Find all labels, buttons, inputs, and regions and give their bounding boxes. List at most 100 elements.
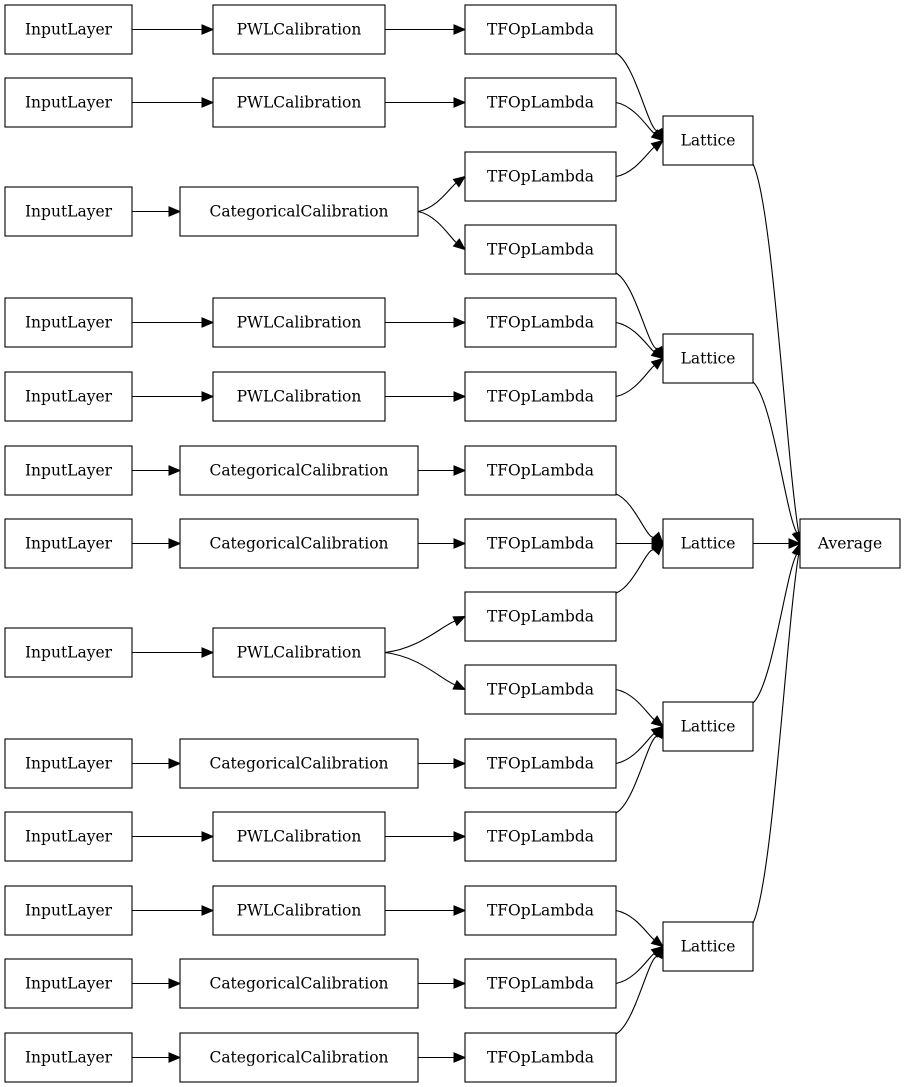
node-lattice-lat5[interactable]: Lattice [662, 921, 754, 972]
node-inputlayer-in1[interactable]: InputLayer [4, 4, 133, 55]
node-box[interactable] [464, 297, 617, 348]
node-box[interactable] [464, 1032, 617, 1083]
node-box[interactable] [4, 77, 133, 128]
node-box[interactable] [4, 4, 133, 55]
node-inputlayer-in9[interactable]: InputLayer [4, 738, 133, 789]
node-pwlcalibration-cal1[interactable]: PWLCalibration [212, 4, 386, 55]
node-inputlayer-in13[interactable]: InputLayer [4, 1032, 133, 1083]
node-pwlcalibration-cal2[interactable]: PWLCalibration [212, 77, 386, 128]
node-lattice-lat4[interactable]: Lattice [662, 701, 754, 752]
node-box[interactable] [464, 371, 617, 422]
node-box[interactable] [464, 445, 617, 496]
node-label: TFOpLambda [487, 1049, 594, 1067]
node-box[interactable] [4, 738, 133, 789]
node-tfoplambda-tf11[interactable]: TFOpLambda [464, 738, 617, 789]
node-box[interactable] [179, 518, 419, 569]
edge-inputlayer-to-categoricalcalibration [132, 978, 182, 989]
node-box[interactable] [662, 701, 754, 752]
node-tfoplambda-tf6[interactable]: TFOpLambda [464, 371, 617, 422]
node-box[interactable] [4, 297, 133, 348]
node-box[interactable] [4, 445, 133, 496]
node-categoricalcalibration-cal7[interactable]: CategoricalCalibration [179, 518, 419, 569]
node-box[interactable] [464, 958, 617, 1009]
node-inputlayer-in7[interactable]: InputLayer [4, 518, 133, 569]
node-box[interactable] [464, 77, 617, 128]
node-categoricalcalibration-cal12[interactable]: CategoricalCalibration [179, 958, 419, 1009]
node-tfoplambda-tf15[interactable]: TFOpLambda [464, 1032, 617, 1083]
node-pwlcalibration-cal4[interactable]: PWLCalibration [212, 297, 386, 348]
node-tfoplambda-tf2[interactable]: TFOpLambda [464, 77, 617, 128]
node-tfoplambda-tf14[interactable]: TFOpLambda [464, 958, 617, 1009]
node-box[interactable] [464, 591, 617, 642]
node-box[interactable] [212, 4, 386, 55]
node-pwlcalibration-cal5[interactable]: PWLCalibration [212, 371, 386, 422]
node-box[interactable] [4, 186, 133, 237]
node-inputlayer-in4[interactable]: InputLayer [4, 297, 133, 348]
node-tfoplambda-tf1[interactable]: TFOpLambda [464, 4, 617, 55]
node-pwlcalibration-cal10[interactable]: PWLCalibration [212, 811, 386, 862]
node-inputlayer-in8[interactable]: InputLayer [4, 627, 133, 678]
node-average-avg[interactable]: Average [799, 518, 901, 569]
node-box[interactable] [662, 518, 754, 569]
node-box[interactable] [4, 627, 133, 678]
node-box[interactable] [212, 297, 386, 348]
node-box[interactable] [464, 224, 617, 275]
node-pwlcalibration-cal8[interactable]: PWLCalibration [212, 627, 386, 678]
node-inputlayer-in3[interactable]: InputLayer [4, 186, 133, 237]
node-tfoplambda-tf4[interactable]: TFOpLambda [464, 224, 617, 275]
node-inputlayer-in10[interactable]: InputLayer [4, 811, 133, 862]
node-inputlayer-in12[interactable]: InputLayer [4, 958, 133, 1009]
node-box[interactable] [4, 1032, 133, 1083]
node-box[interactable] [4, 885, 133, 936]
node-inputlayer-in6[interactable]: InputLayer [4, 445, 133, 496]
node-box[interactable] [212, 885, 386, 936]
node-label: PWLCalibration [237, 314, 362, 332]
node-box[interactable] [212, 77, 386, 128]
node-lattice-lat3[interactable]: Lattice [662, 518, 754, 569]
node-categoricalcalibration-cal9[interactable]: CategoricalCalibration [179, 738, 419, 789]
node-inputlayer-in2[interactable]: InputLayer [4, 77, 133, 128]
node-box[interactable] [799, 518, 901, 569]
node-categoricalcalibration-cal13[interactable]: CategoricalCalibration [179, 1032, 419, 1083]
node-tfoplambda-tf3[interactable]: TFOpLambda [464, 151, 617, 202]
edge-line [615, 952, 655, 985]
node-box[interactable] [4, 371, 133, 422]
node-box[interactable] [179, 1032, 419, 1083]
node-box[interactable] [212, 627, 386, 678]
node-tfoplambda-tf8[interactable]: TFOpLambda [464, 518, 617, 569]
node-box[interactable] [179, 186, 419, 237]
node-box[interactable] [4, 518, 133, 569]
node-tfoplambda-tf9[interactable]: TFOpLambda [464, 591, 617, 642]
node-box[interactable] [662, 333, 754, 384]
node-box[interactable] [464, 885, 617, 936]
node-box[interactable] [212, 811, 386, 862]
node-box[interactable] [179, 958, 419, 1009]
node-categoricalcalibration-cal6[interactable]: CategoricalCalibration [179, 445, 419, 496]
node-pwlcalibration-cal11[interactable]: PWLCalibration [212, 885, 386, 936]
node-box[interactable] [212, 371, 386, 422]
node-tfoplambda-tf10[interactable]: TFOpLambda [464, 664, 617, 715]
node-tfoplambda-tf7[interactable]: TFOpLambda [464, 445, 617, 496]
edge-line [417, 182, 457, 213]
node-inputlayer-in11[interactable]: InputLayer [4, 885, 133, 936]
node-categoricalcalibration-cal3[interactable]: CategoricalCalibration [179, 186, 419, 237]
node-box[interactable] [4, 958, 133, 1009]
node-box[interactable] [4, 811, 133, 862]
node-tfoplambda-tf5[interactable]: TFOpLambda [464, 297, 617, 348]
node-box[interactable] [464, 151, 617, 202]
node-inputlayer-in5[interactable]: InputLayer [4, 371, 133, 422]
node-box[interactable] [464, 738, 617, 789]
node-box[interactable] [464, 4, 617, 55]
node-box[interactable] [179, 445, 419, 496]
node-lattice-lat1[interactable]: Lattice [662, 115, 754, 166]
node-box[interactable] [662, 921, 754, 972]
node-label: TFOpLambda [487, 755, 594, 773]
node-box[interactable] [662, 115, 754, 166]
node-tfoplambda-tf13[interactable]: TFOpLambda [464, 885, 617, 936]
node-box[interactable] [179, 738, 419, 789]
node-box[interactable] [464, 664, 617, 715]
node-box[interactable] [464, 811, 617, 862]
node-box[interactable] [464, 518, 617, 569]
node-tfoplambda-tf12[interactable]: TFOpLambda [464, 811, 617, 862]
node-lattice-lat2[interactable]: Lattice [662, 333, 754, 384]
